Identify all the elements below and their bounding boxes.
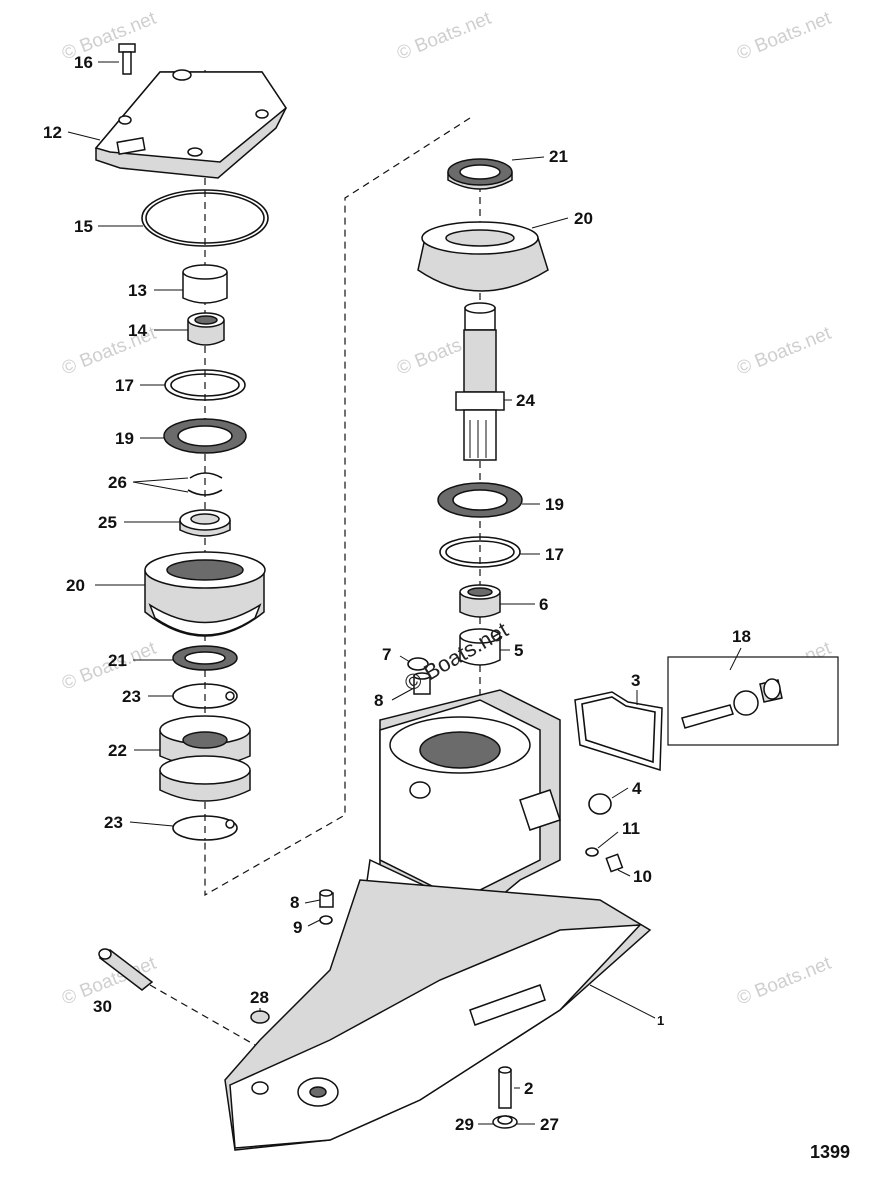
callout-17: 17 (115, 376, 134, 395)
part-bearing-6 (459, 584, 501, 618)
part-sleeve-5 (459, 628, 501, 666)
part-tube-30 (98, 948, 154, 991)
part-gasket-3 (574, 691, 663, 772)
watermark: © Boats.net (734, 953, 835, 1010)
part-ring-23-bottom (172, 815, 238, 841)
callout-19: 19 (115, 429, 134, 448)
callout-5: 5 (514, 641, 523, 660)
callout-6: 6 (539, 595, 548, 614)
part-gear-20-left (144, 551, 266, 637)
part-sleeve-13 (182, 264, 228, 304)
callout-17-right: 17 (545, 545, 564, 564)
callout-9: 9 (293, 918, 302, 937)
part-gear-20-right (417, 221, 549, 292)
callout-23-bottom: 23 (104, 813, 123, 832)
callout-27: 27 (540, 1115, 559, 1134)
part-bearing-22 (159, 715, 251, 802)
callout-8-top: 8 (374, 691, 383, 710)
callout-21-left: 21 (108, 651, 127, 670)
callout-16: 16 (74, 53, 93, 72)
callout-8-bottom: 8 (290, 893, 299, 912)
part-anode-28 (250, 1010, 270, 1024)
part-pin-8-top (413, 672, 431, 695)
part-seal-21-right (447, 158, 513, 190)
callout-24: 24 (516, 391, 535, 410)
callout-19-right: 19 (545, 495, 564, 514)
callout-21-right: 21 (549, 147, 568, 166)
callout-14: 14 (128, 321, 147, 340)
callout-30: 30 (93, 997, 112, 1016)
part-shaft-24 (455, 302, 505, 461)
part-washer-17-right (439, 536, 521, 568)
callout-7: 7 (382, 645, 391, 664)
part-oring-4 (588, 793, 612, 815)
callout-15: 15 (74, 217, 93, 236)
callout-4: 4 (632, 779, 642, 798)
part-bearing-14 (187, 312, 225, 346)
callout-20-left: 20 (66, 576, 85, 595)
callout-13: 13 (128, 281, 147, 300)
callout-labels: 16 12 15 13 14 17 19 26 25 20 21 23 22 2… (43, 53, 751, 1134)
callout-3: 3 (631, 671, 640, 690)
callout-29: 29 (455, 1115, 474, 1134)
callout-12: 12 (43, 123, 62, 142)
part-18-inset (667, 656, 839, 746)
part-cover-12 (94, 69, 288, 179)
callout-23-top: 23 (122, 687, 141, 706)
part-gearcase-housing-1 (224, 689, 652, 1151)
part-oring-15 (141, 189, 269, 247)
part-spacer-25 (179, 509, 231, 537)
callout-18: 18 (732, 627, 751, 646)
watermark: © Boats.net (734, 323, 835, 380)
callout-11: 11 (622, 819, 640, 838)
part-pin-8-bottom (319, 889, 334, 908)
callout-2: 2 (524, 1079, 533, 1098)
part-screw-16 (118, 43, 136, 75)
callout-26: 26 (108, 473, 127, 492)
part-nut-washer-27-29 (492, 1115, 518, 1129)
part-plug-10 (605, 853, 624, 873)
callout-25: 25 (98, 513, 117, 532)
right-parts-stack (407, 158, 549, 695)
part-seal-21-left (172, 645, 238, 671)
callout-10: 10 (633, 867, 652, 886)
part-stud-2 (498, 1066, 512, 1109)
callout-1: 1 (657, 1013, 664, 1028)
part-washer-11 (585, 847, 599, 857)
left-parts-stack (94, 43, 288, 841)
callout-20-right: 20 (574, 209, 593, 228)
callout-28: 28 (250, 988, 269, 1007)
part-thrust-bearing-19 (163, 418, 247, 454)
part-retaining-ring-26 (189, 472, 223, 479)
watermark: © Boats.net (394, 8, 495, 65)
figure-number: 1399 (810, 1142, 850, 1162)
watermark: © Boats.net (734, 8, 835, 65)
callout-22: 22 (108, 741, 127, 760)
part-oring-9 (319, 915, 333, 925)
part-thrust-bearing-19-right (437, 482, 523, 518)
leader-lines (67, 61, 742, 1125)
part-oring-7 (407, 657, 429, 671)
